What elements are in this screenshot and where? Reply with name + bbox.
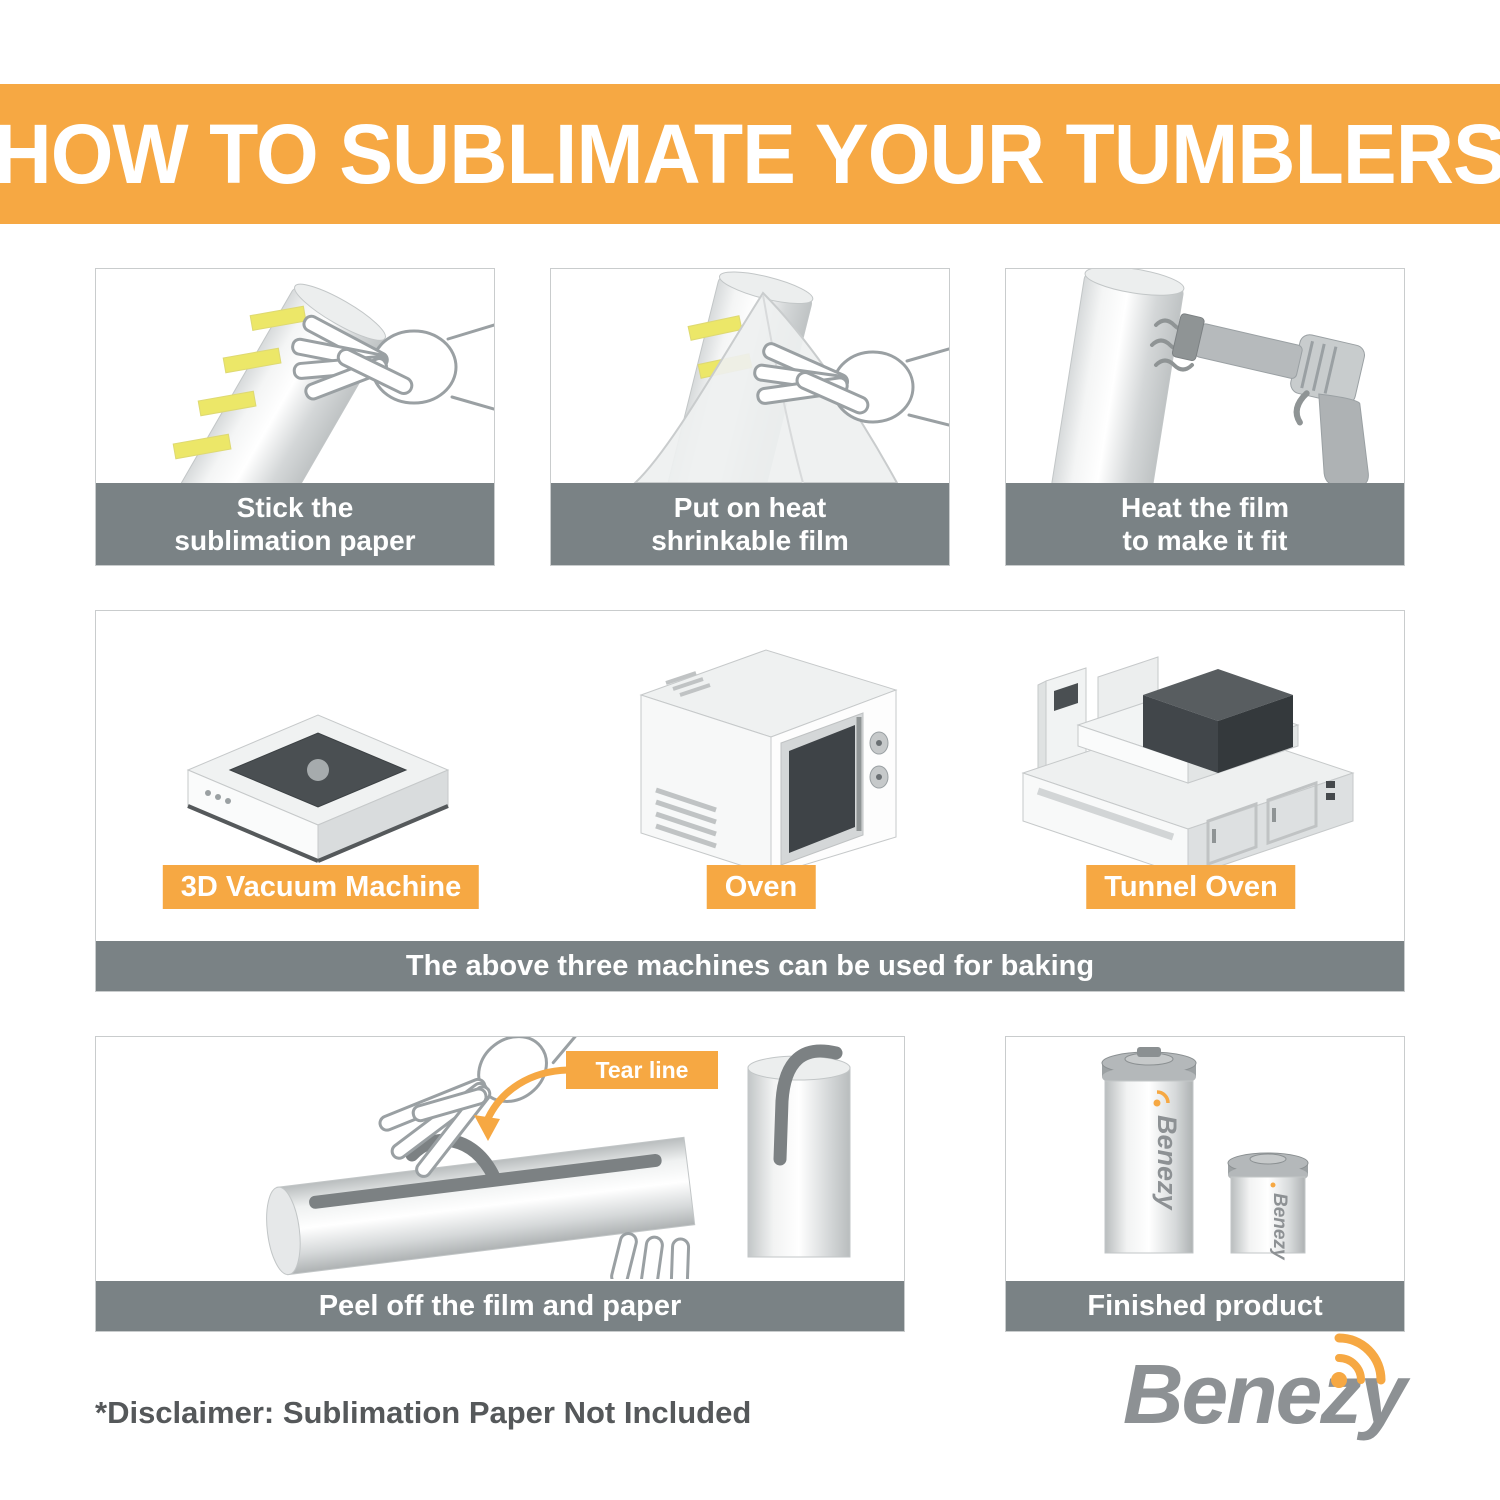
- stick-paper-illustration: [172, 283, 494, 483]
- caption-line1: Stick the: [236, 492, 354, 523]
- tear-line-label: Tear line: [596, 1057, 689, 1083]
- heat-gun-illustration: [1171, 313, 1369, 483]
- tumbler-illustration: [1046, 269, 1185, 483]
- finished-panel: Benezy Benezy Finished product: [1005, 1036, 1405, 1332]
- vacuum-machine-illustration: [186, 714, 450, 863]
- tumbler-horizontal: [266, 1136, 696, 1276]
- oven-illustration: [639, 649, 898, 876]
- caption-line2: sublimation paper: [174, 525, 416, 556]
- step-caption: Stick the sublimation paper: [96, 483, 494, 565]
- machines-panel: 3D Vacuum Machine Oven Tunnel Oven The a…: [95, 610, 1405, 992]
- finished-product-illustration: Benezy Benezy: [1101, 1047, 1309, 1261]
- disclaimer-text: *Disclaimer: Sublimation Paper Not Inclu…: [95, 1395, 752, 1430]
- tumbler-brand-text: Benezy: [1152, 1115, 1182, 1212]
- benezy-logo-text: Benezy: [1123, 1333, 1407, 1436]
- hand-illustration: [753, 342, 949, 427]
- hand-bottom-illustration: [610, 1232, 691, 1279]
- header-banner: HOW TO SUBLIMATE YOUR TUMBLERS: [0, 84, 1500, 224]
- caption-line1: Put on heat: [673, 492, 827, 523]
- step-caption: Heat the film to make it fit: [1006, 483, 1404, 565]
- peel-panel: Tear line Peel off the film and paper: [95, 1036, 905, 1332]
- caption-line2: shrinkable film: [651, 525, 849, 556]
- finished-tumbler-short: Benezy: [1227, 1152, 1309, 1261]
- page-title: HOW TO SUBLIMATE YOUR TUMBLERS: [0, 106, 1500, 201]
- hand-illustration: [291, 314, 494, 411]
- tunnel-oven-illustration: [1021, 656, 1355, 878]
- caption-line2: to make it fit: [1122, 525, 1288, 556]
- step-panel-shrink-film: Put on heat shrinkable film: [550, 268, 950, 566]
- tear-line-arrow: [474, 1066, 569, 1141]
- machine-label-vacuum: 3D Vacuum Machine: [162, 865, 480, 909]
- tear-line-badge: Tear line: [566, 1051, 718, 1089]
- tumbler-vertical: [747, 1044, 851, 1258]
- peel-caption: Peel off the film and paper: [96, 1281, 904, 1331]
- step-panel-heat-film: Heat the film to make it fit: [1005, 268, 1405, 566]
- peel-illustration: Tear line: [266, 1037, 851, 1279]
- benezy-logo-swoosh-icon: [1331, 1333, 1386, 1388]
- hand-top-illustration: [378, 1037, 599, 1178]
- step-caption: Put on heat shrinkable film: [551, 483, 949, 565]
- heat-film-illustration: [1046, 269, 1369, 483]
- shrink-film-illustration: [633, 271, 949, 483]
- step-panel-stick-paper: Stick the sublimation paper: [95, 268, 495, 566]
- benezy-logo: Benezy: [1123, 1333, 1407, 1436]
- finished-tumbler-tall: Benezy: [1101, 1047, 1197, 1254]
- machines-caption: The above three machines can be used for…: [96, 941, 1404, 991]
- caption-line1: Heat the film: [1120, 492, 1290, 523]
- tape-strips: [172, 305, 307, 460]
- machine-label-tunnel-oven: Tunnel Oven: [1086, 865, 1296, 909]
- finished-caption: Finished product: [1006, 1281, 1404, 1331]
- tumbler-brand-text: Benezy: [1269, 1193, 1290, 1261]
- machine-label-oven: Oven: [706, 865, 816, 909]
